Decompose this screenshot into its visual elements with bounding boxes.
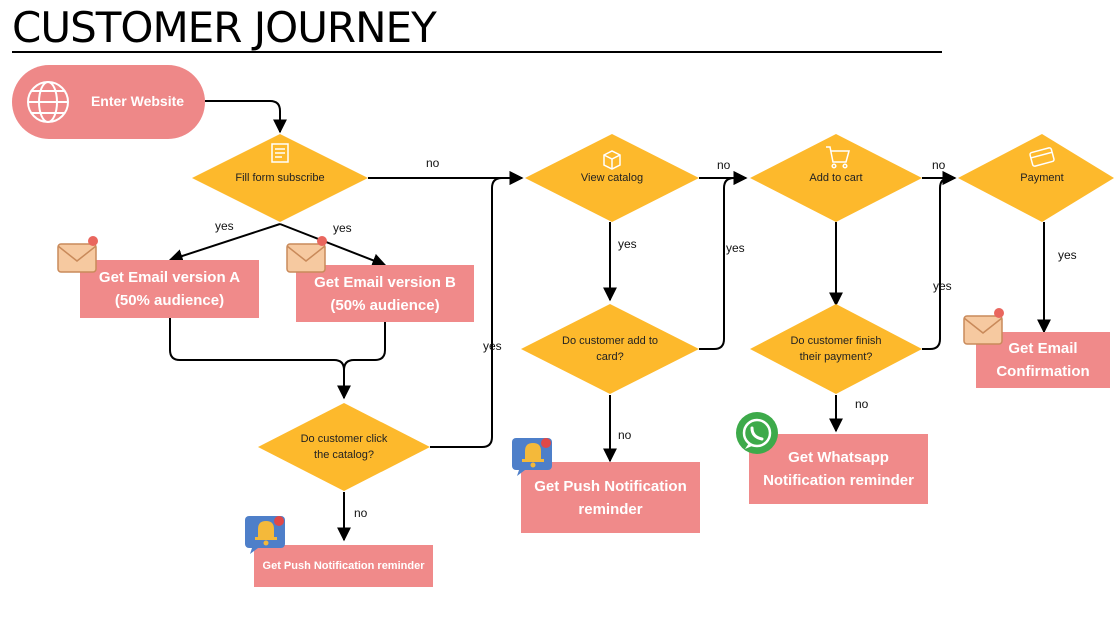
edge-form-to-email-b [279,223,387,267]
edge-label-yes-cart: yes [933,279,952,293]
email-a-box [80,260,259,318]
edge-label-yes-catalog: yes [483,339,502,353]
edge-card-to-cart [699,171,748,350]
bell-notification-icon [512,438,552,476]
email-b-box [296,265,474,322]
edge-click-to-view [430,171,524,448]
finish-payment-diamond [750,304,922,394]
cart-icon [826,146,850,169]
edge-label-yes-payment: yes [1058,248,1077,262]
edge-label-no-cart: no [932,158,946,172]
edge-label-yes-view: yes [618,237,637,251]
edge-start-to-form [205,100,287,134]
add-to-cart-diamond [750,134,922,222]
bell-notification-icon [245,516,285,554]
push2-box [521,462,700,533]
edge-label-no-form: no [426,156,440,170]
payment-diamond [958,134,1114,222]
edge-label-yes-card: yes [726,241,745,255]
edge-form-to-email-a [168,223,281,263]
edge-finish-to-payment [922,171,957,350]
edge-label-no-view: no [717,158,731,172]
fill-form-diamond [192,134,368,222]
page-title: CUSTOMER JOURNEY [12,3,437,52]
whatsapp-box [749,434,928,504]
edge-label-yes-b: yes [333,221,352,235]
catalog-box-icon [603,150,621,170]
start-node [12,65,205,139]
whatsapp-icon [736,412,778,454]
title-divider [12,51,942,53]
click-catalog-diamond [258,403,430,491]
credit-card-icon [1029,147,1055,167]
edge-label-yes-a: yes [215,219,234,233]
globe-icon [27,81,69,123]
envelope-icon [286,236,327,273]
connectors [168,100,1051,542]
envelope-icon [963,308,1004,345]
envelope-icon [57,236,98,273]
edge-email-b-merge [343,322,386,371]
edge-label-no-catalog: no [354,506,368,520]
add-to-card-diamond [521,304,699,394]
view-catalog-diamond [525,134,699,222]
form-icon [271,143,289,163]
push1-box [254,545,433,587]
edge-email-a-merge [169,318,351,400]
edge-label-no-card: no [618,428,632,442]
edge-label-no-pay: no [855,397,869,411]
